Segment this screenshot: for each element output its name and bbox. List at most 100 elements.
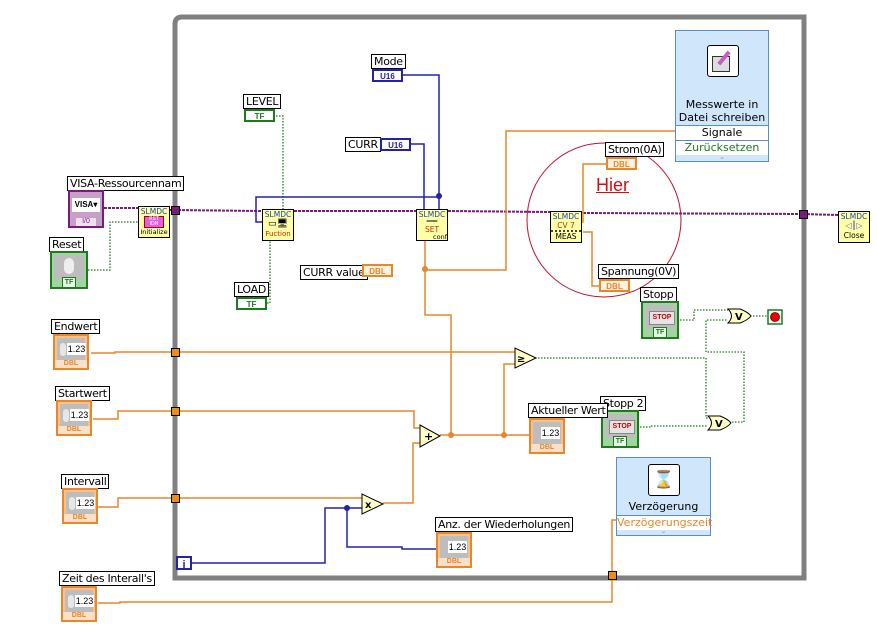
write-title-1: Messwerte in <box>685 98 759 111</box>
curr-value-constant[interactable]: DBL <box>362 264 393 277</box>
startwert-wire <box>93 410 420 429</box>
curr-value-label: CURR value <box>300 265 368 280</box>
reset-control[interactable]: TF <box>50 251 88 289</box>
startwert-control[interactable]: 1.23 DBL <box>56 400 92 436</box>
strom-indicator: DBL <box>606 157 637 170</box>
level-label: LEVEL <box>243 94 282 109</box>
visa-control[interactable]: VISA▾ I/0 <box>68 190 104 228</box>
level-constant[interactable]: TF <box>244 109 275 122</box>
dbl-tag: DBL <box>438 558 470 566</box>
subvi-title: SLMDC <box>840 212 868 221</box>
aktueller-wert-indicator: 1.23 DBL <box>529 418 565 454</box>
subvi-subtitle: Fuction <box>265 230 291 238</box>
subvi-subtitle: Initialize <box>140 228 168 236</box>
input-signale[interactable]: Signale <box>676 125 768 140</box>
stopp-button[interactable]: STOP TF <box>641 301 679 339</box>
mode-wire <box>255 74 440 223</box>
input-zuruecksetzen[interactable]: Zurücksetzen <box>676 140 768 155</box>
increment-icon <box>60 343 66 356</box>
endwert-control[interactable]: 1.23 DBL <box>53 334 89 370</box>
load-constant[interactable]: TF <box>236 297 267 310</box>
subvi-function[interactable]: SLMDC ▭🖥 Fuction <box>262 209 294 241</box>
control-value: 1.23 <box>76 497 95 509</box>
visa-value: VISA▾ <box>72 198 100 212</box>
close-icon: ◁┃▷ <box>845 221 863 230</box>
reset-wire <box>88 221 138 271</box>
dbl-tag: DBL <box>63 612 95 620</box>
aktueller-wert-label: Aktueller Wert <box>528 403 609 418</box>
load-label: LOAD <box>234 282 269 297</box>
subvi-title: SLMDC <box>418 210 446 219</box>
initialize-icon: RST IDN <box>144 216 164 228</box>
increment-icon <box>63 409 69 422</box>
intervall-control[interactable]: 1.23 DBL <box>62 488 98 524</box>
stopp2-button[interactable]: STOP TF <box>601 410 639 448</box>
tf-tag: TF <box>62 277 76 287</box>
spannung-indicator: DBL <box>599 279 630 292</box>
multiply-glyph: x <box>365 500 372 511</box>
multiply-node[interactable]: x <box>361 493 385 515</box>
control-value: 1.23 <box>67 343 86 355</box>
subvi-mid: CV 7 <box>557 221 575 230</box>
zeit-tunnel <box>608 571 617 580</box>
compare-glyph: ≥ <box>517 354 525 365</box>
compare-node[interactable]: ≥ <box>514 347 538 369</box>
or-node-1[interactable]: V <box>726 308 752 324</box>
endwert-label: Endwert <box>51 319 101 334</box>
stop-text: STOP <box>609 420 635 434</box>
express-vi-delay[interactable]: ⌛ Verzögerung Verzögerungszeit ⌄ <box>616 457 713 536</box>
subvi-close[interactable]: SLMDC ◁┃▷ Close <box>838 211 870 243</box>
function-icon: ▭🖥 <box>268 219 288 229</box>
visa-tag: I/0 <box>76 218 96 226</box>
spannung-wire <box>583 231 599 287</box>
subvi-meas[interactable]: SLMDC CV 7 MEAS <box>550 211 582 243</box>
zeit-wire <box>98 519 618 604</box>
add-node[interactable]: + <box>419 424 442 448</box>
subvi-set[interactable]: SLMDC ═══ SET conf <box>416 209 448 241</box>
mode-constant[interactable]: U16 <box>372 69 403 82</box>
visa-tunnel-right <box>799 210 808 219</box>
anz-wiederholungen-label: Anz. der Wiederholungen <box>435 517 574 532</box>
subvi-subtitle: Close <box>843 231 865 240</box>
subvi-initialize[interactable]: SLMDC RST IDN Initialize <box>138 206 170 238</box>
loop-iteration-terminal: i <box>176 556 192 571</box>
anz-wiederholungen-indicator: 1.23 DBL <box>436 532 472 568</box>
input-verzoegerungszeit[interactable]: Verzögerungszeit <box>617 515 713 530</box>
zeit-control[interactable]: 1.23 DBL <box>61 586 97 622</box>
increment-icon <box>68 595 74 608</box>
set-icon: ═══ <box>426 218 438 225</box>
control-value: 1.23 <box>75 595 94 607</box>
tf-tag: TF <box>613 436 627 446</box>
expand-chevron-icon[interactable]: ⌄ <box>660 527 667 535</box>
endwert-tunnel <box>171 348 180 357</box>
control-value: 1.23 <box>70 409 89 421</box>
add-glyph: + <box>424 430 433 443</box>
increment-icon <box>69 497 75 510</box>
indicator-value: 1.23 <box>448 541 467 553</box>
dbl-tag: DBL <box>58 426 90 434</box>
express-vi-write-file[interactable]: Messwerte in Datei schreiben Signale Zur… <box>675 30 769 162</box>
dbl-tag: DBL <box>64 514 96 522</box>
load-wire <box>267 240 271 304</box>
loop-condition-terminal[interactable] <box>767 309 783 325</box>
mode-label: Mode <box>371 54 406 69</box>
level-wire <box>276 115 284 210</box>
subvi-title: SLMDC <box>264 210 292 219</box>
signal-wire <box>424 130 676 271</box>
spannung-label: Spannung(0V) <box>598 264 680 279</box>
subvi-subtitle: conf <box>433 233 447 241</box>
dbl-tag: DBL <box>55 360 87 368</box>
curr-constant[interactable]: U16 <box>380 138 411 151</box>
switch-icon <box>64 258 74 274</box>
or-glyph: V <box>715 419 723 430</box>
curr-wire <box>411 143 425 210</box>
curr-label: CURR <box>345 137 381 152</box>
expand-chevron-icon[interactable]: ⌄ <box>719 153 725 161</box>
subvi-title: SLMDC <box>552 212 580 221</box>
intervall-wire <box>97 497 362 508</box>
annotation-circle <box>526 142 682 298</box>
endwert-wire <box>91 351 515 354</box>
or-node-2[interactable]: V <box>706 415 732 431</box>
write-title-2: Datei schreiben <box>678 111 766 124</box>
stopp-label: Stopp <box>640 287 677 302</box>
